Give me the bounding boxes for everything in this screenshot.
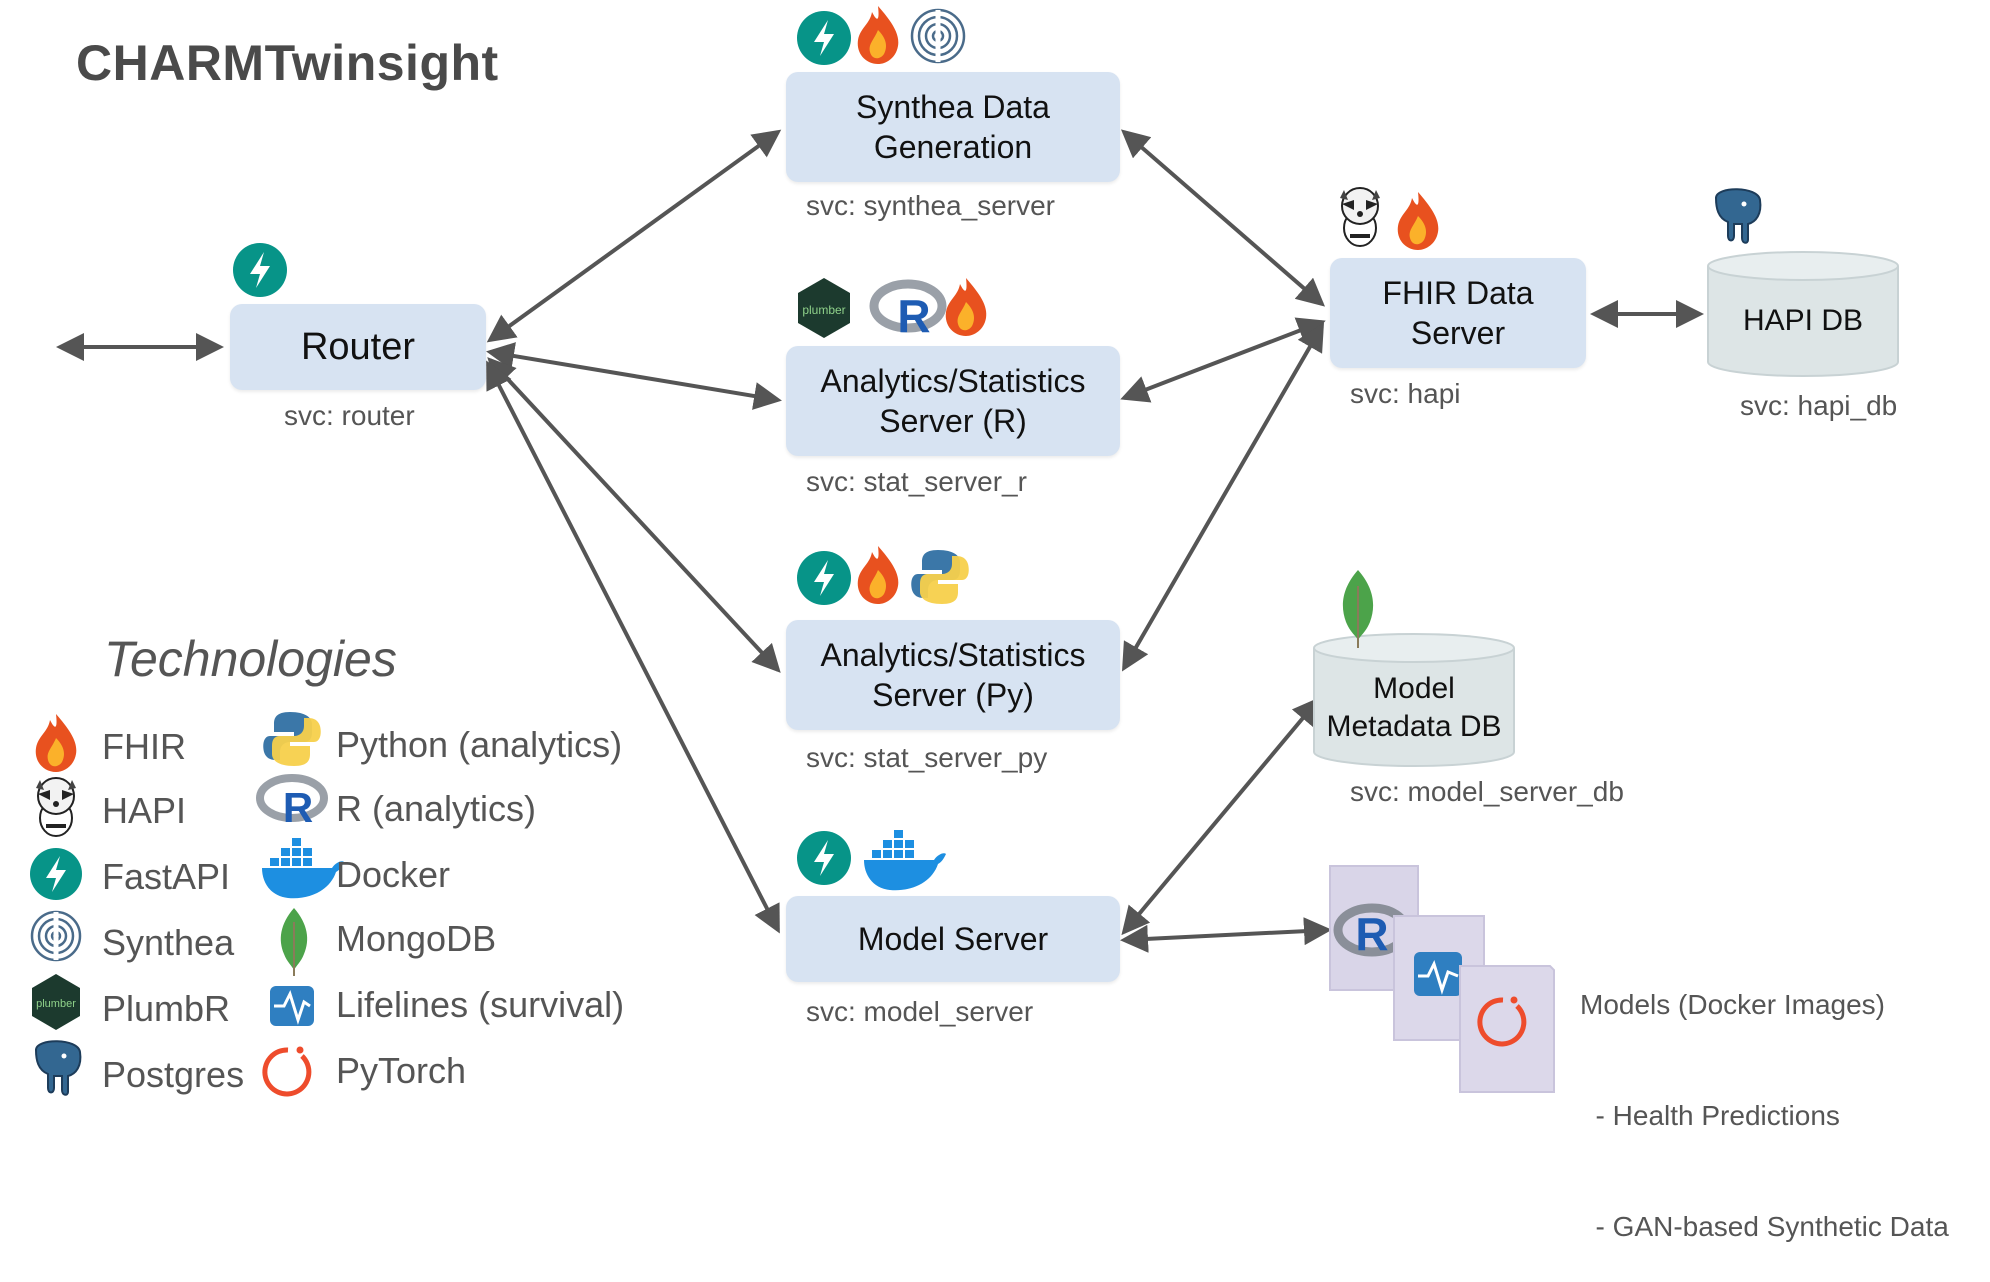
fhir-flame-icon xyxy=(857,546,899,604)
model-server-svc-label: svc: model_server xyxy=(806,996,1034,1027)
svg-text:R: R xyxy=(897,290,930,342)
arrow-model-modeldb xyxy=(1121,696,1321,936)
legend-item-fhir: FHIR xyxy=(102,726,186,767)
models-note: Models (Docker Images) - Health Predicti… xyxy=(1580,912,1949,1282)
arrow-router-stat-py xyxy=(487,357,781,673)
docker-whale-icon xyxy=(262,838,344,899)
stat-py-label-line1: Analytics/Statistics xyxy=(820,637,1086,673)
postgres-elephant-icon xyxy=(1714,188,1762,244)
legend-item-fastapi: FastAPI xyxy=(102,856,231,897)
stat-py-svc-label: svc: stat_server_py xyxy=(806,742,1048,773)
legend-item-postgres: Postgres xyxy=(102,1054,245,1095)
arrow-synthea-fhir xyxy=(1120,129,1326,307)
lifelines-icon xyxy=(270,986,314,1026)
stat-r-node[interactable]: Analytics/Statistics Server (R) xyxy=(786,346,1120,456)
fastapi-icon xyxy=(797,551,851,605)
model-images-stack: R xyxy=(1329,865,1555,1093)
synthea-icon xyxy=(30,910,82,962)
legend-item-python: Python (analytics) xyxy=(336,724,623,765)
router-label: Router xyxy=(300,326,416,368)
fastapi-icon xyxy=(797,831,851,885)
mongodb-leaf-icon xyxy=(280,908,308,976)
fhir-label-line1: FHIR Data xyxy=(1382,275,1534,311)
mongodb-leaf-icon xyxy=(1342,570,1374,648)
model-db-svc-label: svc: model_server_db xyxy=(1350,776,1624,807)
synthea-node[interactable]: Synthea Data Generation xyxy=(786,72,1120,182)
stat-r-label-line2: Server (R) xyxy=(879,403,1027,439)
synthea-label-line2: Generation xyxy=(873,129,1033,165)
stat-r-label-line1: Analytics/Statistics xyxy=(820,363,1086,399)
fhir-svc-label: svc: hapi xyxy=(1350,378,1461,409)
arrow-stat-r-fhir xyxy=(1120,317,1326,403)
legend-item-hapi: HAPI xyxy=(102,790,187,831)
legend-item-lifelines: Lifelines (survival) xyxy=(336,984,625,1025)
fastapi-icon xyxy=(30,848,82,900)
legend-item-synthea: Synthea xyxy=(102,922,235,963)
legend-item-plumbr: PlumbR xyxy=(102,988,231,1029)
fhir-flame-icon xyxy=(1397,192,1439,250)
plumber-icon: plumber xyxy=(32,974,80,1030)
postgres-elephant-icon xyxy=(34,1040,82,1096)
legend-item-docker: Docker xyxy=(336,854,451,895)
legend-title: Technologies xyxy=(104,631,397,687)
svg-text:R: R xyxy=(1355,908,1388,960)
fhir-flame-icon xyxy=(945,278,987,336)
arrow-router-model xyxy=(486,360,780,934)
hapi-raccoon-icon xyxy=(1340,187,1380,247)
synthea-svc-label: svc: synthea_server xyxy=(806,190,1055,221)
plumber-icon: plumber xyxy=(798,278,850,338)
hapi-raccoon-icon xyxy=(36,777,76,837)
legend-item-mongodb: MongoDB xyxy=(336,918,497,959)
models-note-item-health: - Health Predictions xyxy=(1580,1100,1840,1131)
model-server-label: Model Server xyxy=(857,921,1049,957)
arrow-stat-py-fhir xyxy=(1121,322,1325,672)
fhir-node[interactable]: FHIR Data Server xyxy=(1330,258,1586,368)
router-node[interactable]: Router xyxy=(230,304,486,390)
model-image-pytorch xyxy=(1459,965,1555,1093)
synthea-icon xyxy=(910,8,966,64)
fhir-flame-icon xyxy=(35,714,77,772)
hapi-db-svc-label: svc: hapi_db xyxy=(1740,390,1898,421)
model-db-label[interactable]: Model Metadata DB xyxy=(1314,670,1514,746)
page-title: CHARMTwinsight xyxy=(76,35,499,91)
fastapi-icon xyxy=(233,243,287,297)
r-icon: R xyxy=(869,279,947,342)
stat-r-svc-label: svc: stat_server_r xyxy=(806,466,1027,497)
model-db-cylinder xyxy=(1313,633,1515,767)
synthea-label-line1: Synthea Data xyxy=(856,89,1050,125)
r-icon: R xyxy=(256,774,328,831)
legend-item-pytorch: PyTorch xyxy=(336,1050,467,1091)
svg-text:plumber: plumber xyxy=(802,303,845,317)
fhir-flame-icon xyxy=(857,6,899,64)
router-svc-label: svc: router xyxy=(284,400,415,431)
pytorch-icon xyxy=(262,1046,312,1097)
fhir-label-line2: Server xyxy=(1410,315,1506,351)
fastapi-icon xyxy=(797,11,851,65)
arrow-router-stat-r xyxy=(486,342,782,410)
svg-text:R: R xyxy=(283,784,313,831)
legend-item-r: R (analytics) xyxy=(336,788,537,829)
python-icon xyxy=(911,550,969,604)
svg-text:plumber: plumber xyxy=(36,998,76,1010)
stat-py-label-line2: Server (Py) xyxy=(872,677,1034,713)
python-icon xyxy=(263,712,321,766)
model-db-label-line1: Model xyxy=(1373,672,1455,705)
models-note-title: Models (Docker Images) xyxy=(1580,989,1885,1020)
arrow-router-synthea xyxy=(486,129,782,343)
stat-py-node[interactable]: Analytics/Statistics Server (Py) xyxy=(786,620,1120,730)
docker-whale-icon xyxy=(864,830,946,891)
hapi-db-cylinder xyxy=(1707,251,1899,377)
model-db-label-line2: Metadata DB xyxy=(1326,710,1502,743)
model-server-node[interactable]: Model Server xyxy=(786,896,1120,982)
hapi-db-label[interactable]: HAPI DB xyxy=(1742,304,1864,337)
arrow-model-images xyxy=(1120,917,1332,953)
architecture-diagram: R xyxy=(30,6,1899,1097)
models-note-item-gan: - GAN-based Synthetic Data xyxy=(1580,1211,1949,1242)
